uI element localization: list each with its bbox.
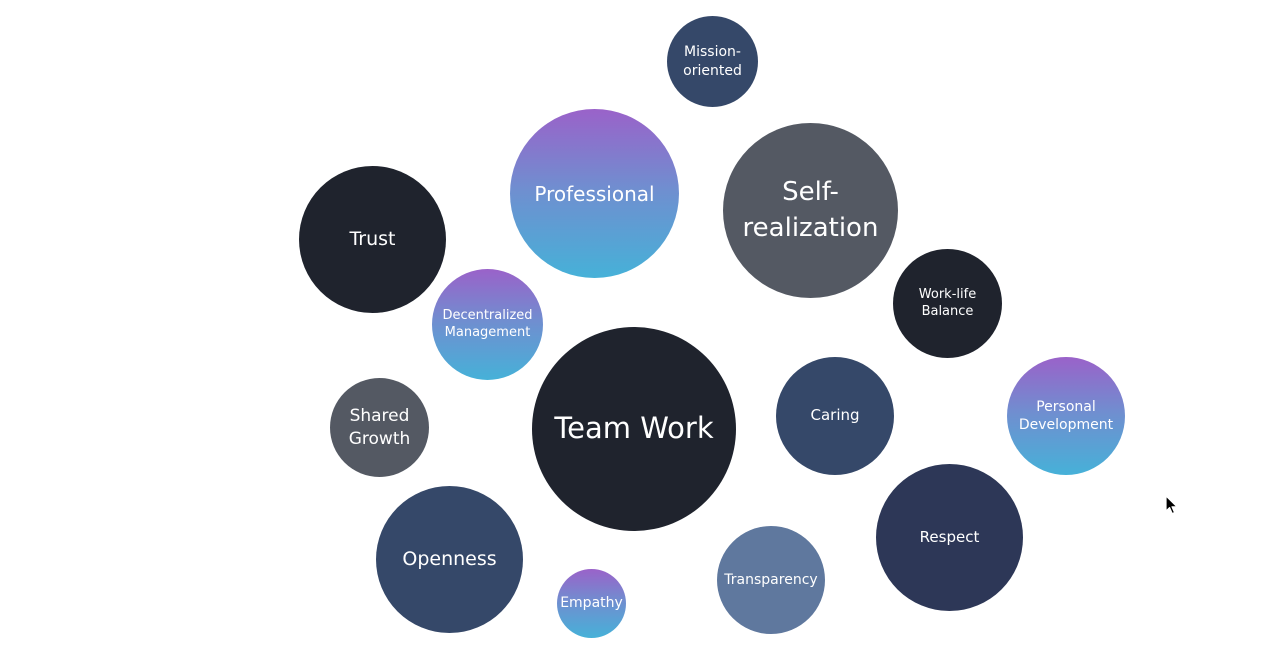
mouse-pointer-icon (1165, 495, 1178, 515)
bubble-label: Trust (349, 228, 396, 251)
bubble-label: Openness (402, 548, 497, 571)
bubble-label: Empathy (560, 595, 623, 612)
bubble-label: Shared Growth (348, 406, 411, 449)
bubble-label: Professional (534, 181, 655, 206)
bubble-transparency[interactable]: Transparency (717, 526, 825, 634)
bubble-self-realization[interactable]: Self- realization (723, 123, 898, 298)
bubble-empathy[interactable]: Empathy (557, 569, 626, 638)
bubble-caring[interactable]: Caring (776, 357, 894, 475)
bubble-label: Self- realization (742, 177, 879, 243)
bubble-respect[interactable]: Respect (876, 464, 1023, 611)
bubble-decentralized-management[interactable]: Decentralized Management (432, 269, 543, 380)
bubble-personal-development[interactable]: Personal Development (1007, 357, 1125, 475)
bubble-label: Decentralized Management (442, 307, 533, 340)
bubble-label: Mission- oriented (683, 44, 742, 79)
bubble-trust[interactable]: Trust (299, 166, 446, 313)
bubble-work-life-balance[interactable]: Work-life Balance (893, 249, 1002, 358)
bubble-label: Team Work (554, 411, 714, 446)
bubble-team-work[interactable]: Team Work (532, 327, 736, 531)
bubble-label: Respect (919, 527, 980, 546)
bubble-professional[interactable]: Professional (510, 109, 679, 278)
bubble-mission-oriented[interactable]: Mission- oriented (667, 16, 758, 107)
bubble-label: Caring (810, 406, 860, 425)
bubble-label: Work-life Balance (918, 286, 977, 319)
bubble-shared-growth[interactable]: Shared Growth (330, 378, 429, 477)
bubble-openness[interactable]: Openness (376, 486, 523, 633)
bubble-label: Transparency (724, 571, 818, 588)
bubble-label: Personal Development (1018, 398, 1114, 433)
